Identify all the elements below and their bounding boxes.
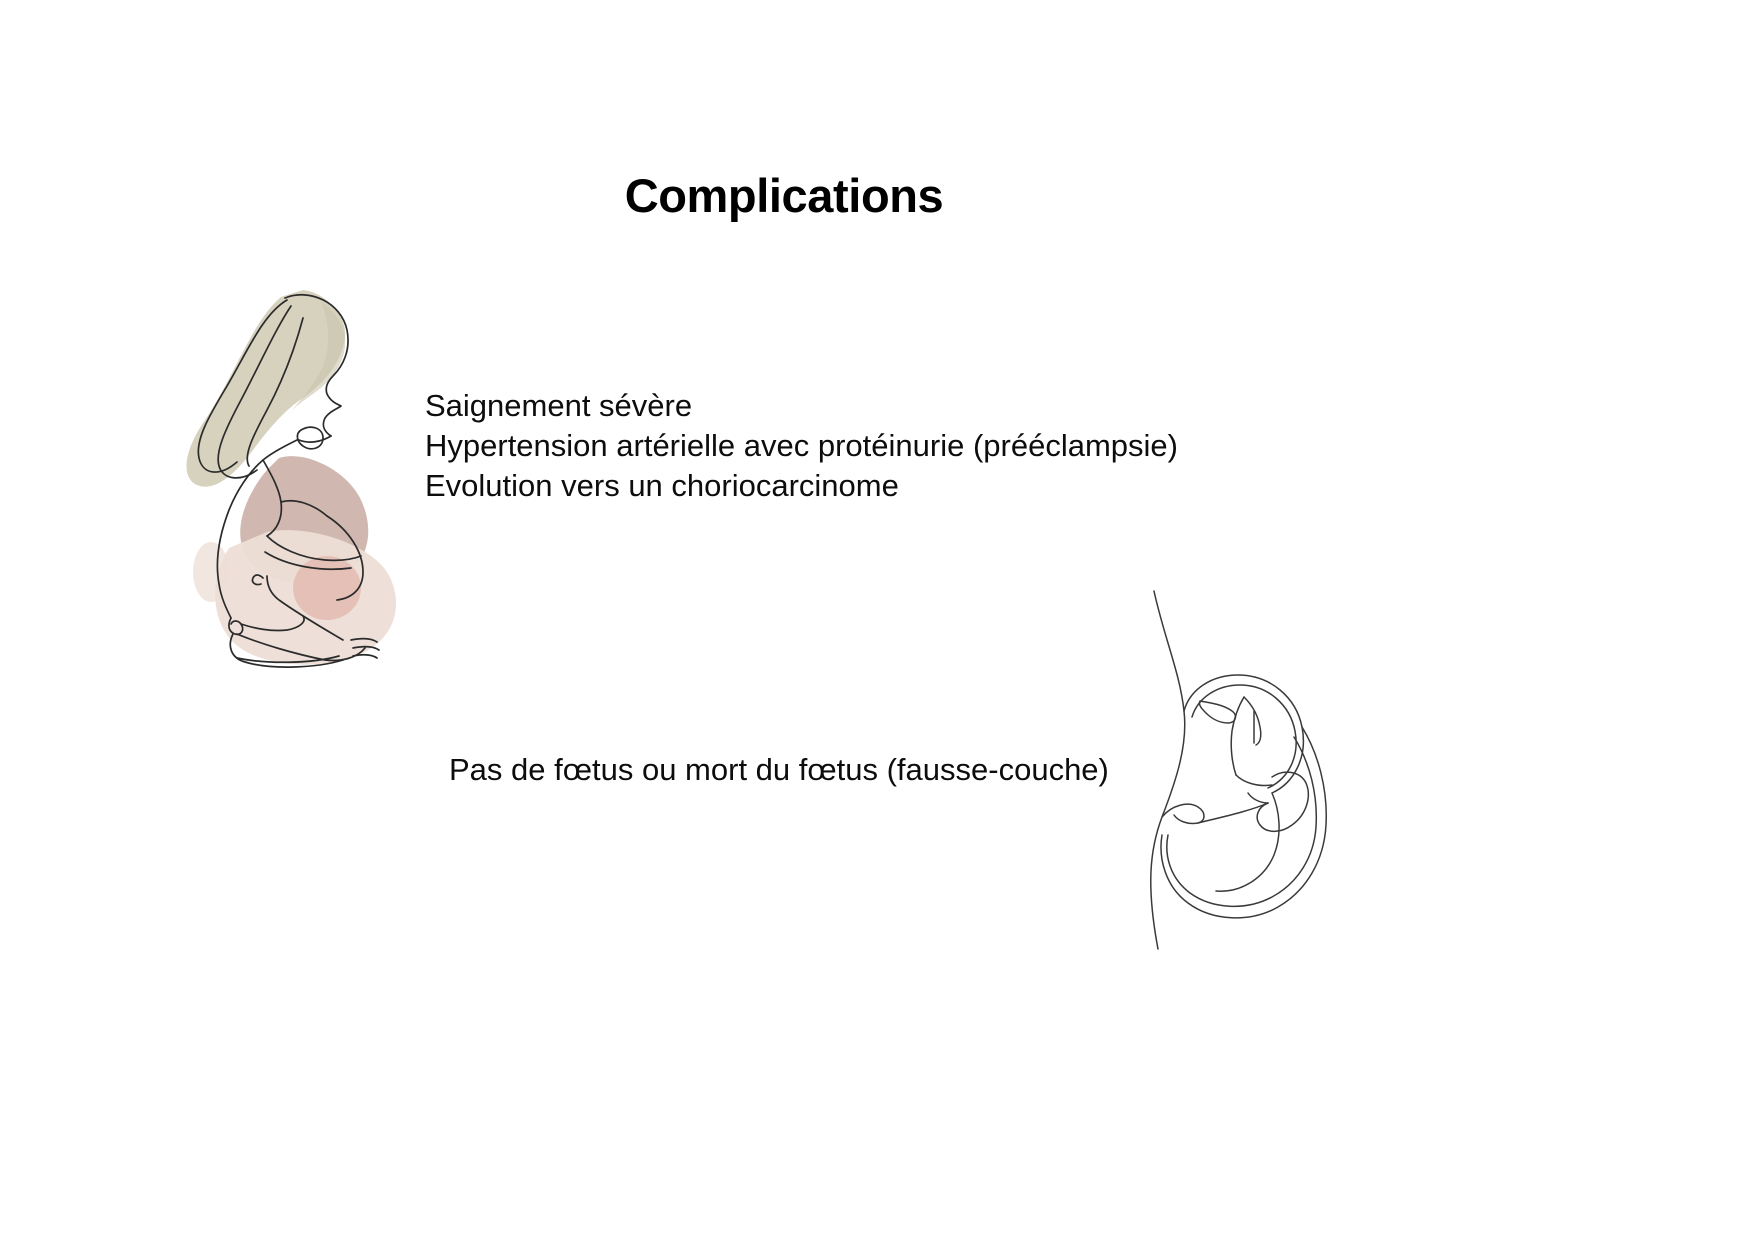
fetus-outcome-text: Pas de fœtus ou mort du fœtus (fausse-co… xyxy=(449,752,1109,787)
page-title: Complications xyxy=(0,168,1754,223)
page-title-text: Complications xyxy=(624,169,944,222)
complication-line-3: Evolution vers un choriocarcinome xyxy=(425,468,899,503)
pregnant-woman-illustration xyxy=(175,280,425,680)
fetus-illustration xyxy=(1140,585,1370,955)
complication-line-2: Hypertension artérielle avec protéinurie… xyxy=(425,428,1178,463)
woman-color-shapes xyxy=(186,290,397,665)
complications-list: Saignement sévère Hypertension artériell… xyxy=(425,386,1325,506)
complication-line-1: Saignement sévère xyxy=(425,388,693,423)
woman-contour-lines xyxy=(197,293,380,668)
